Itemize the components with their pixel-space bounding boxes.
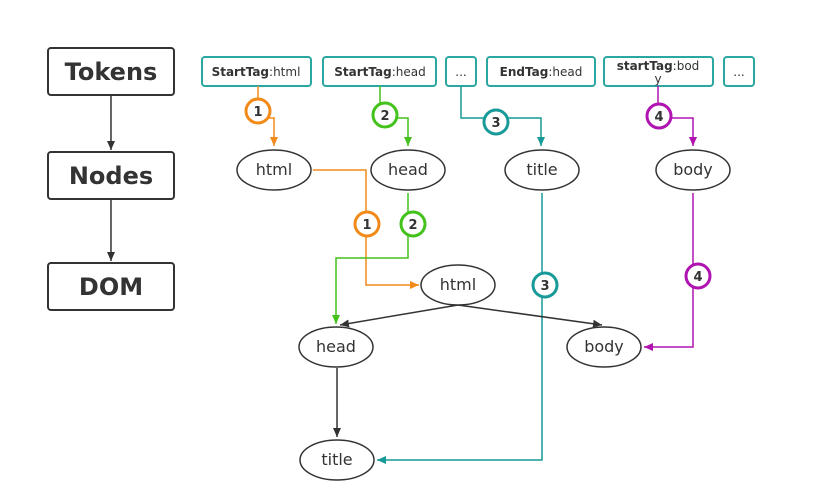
dom-node-label: title — [321, 450, 352, 469]
dom-node-head: head — [298, 326, 374, 368]
step-number: 4 — [693, 270, 702, 285]
step-marker-circle — [399, 210, 427, 238]
token-value: ... — [733, 65, 744, 79]
dom-node-label: body — [584, 337, 624, 356]
node-label: title — [526, 160, 557, 179]
step2-marker-top: 2 — [371, 101, 399, 129]
dom-node-title: title — [299, 439, 375, 481]
token-box — [201, 56, 312, 87]
stage-dom-box — [47, 262, 175, 311]
token-starttag-html: StartTag:html — [201, 56, 312, 87]
step3-node-to-dom-connector — [377, 193, 543, 464]
token-box — [723, 56, 755, 87]
dom-node-html: html — [420, 264, 496, 306]
step-number: 3 — [540, 279, 549, 294]
dom-node-ellipse — [420, 264, 496, 306]
step-number: 2 — [380, 109, 389, 124]
node-ellipse — [655, 149, 731, 191]
node-label: html — [256, 160, 292, 179]
step-number: 1 — [253, 105, 262, 120]
step-number: 1 — [362, 218, 371, 233]
token-value: :head — [392, 65, 426, 79]
token-keyword: StartTag — [212, 65, 269, 79]
node-body: body — [655, 149, 731, 191]
token-keyword: StartTag — [334, 65, 391, 79]
step1-marker-top: 1 — [244, 97, 272, 125]
token-value: :bod — [673, 59, 700, 73]
node-title: title — [504, 149, 580, 191]
node-label: body — [673, 160, 713, 179]
step-marker-circle — [684, 262, 712, 290]
step1-marker-bottom: 1 — [353, 210, 381, 238]
stage-tokens: Tokens — [47, 47, 175, 96]
dom-node-ellipse — [566, 326, 642, 368]
token-value-wrap: y — [654, 72, 661, 86]
stage-tokens-box — [47, 47, 175, 96]
dom-node-ellipse — [298, 326, 374, 368]
token-starttag-body: startTag:bod y — [603, 56, 714, 87]
step-marker-circle — [531, 271, 559, 299]
step4-marker-top: 4 — [645, 102, 673, 130]
token-ellipsis-2: ... — [723, 56, 755, 87]
step-marker-circle — [353, 210, 381, 238]
node-ellipse — [236, 149, 312, 191]
dom-edge-html-head — [339, 304, 459, 328]
step-number: 2 — [408, 218, 417, 233]
token-value: :html — [269, 65, 300, 79]
step-number: 4 — [654, 110, 663, 125]
node-label: head — [388, 160, 428, 179]
dom-node-label: html — [440, 275, 476, 294]
token-box — [486, 56, 596, 87]
node-html: html — [236, 149, 312, 191]
step3-marker-bottom: 3 — [531, 271, 559, 299]
stage-tokens-label: Tokens — [65, 58, 158, 86]
step-number: 3 — [491, 116, 500, 131]
stage-nodes-box — [47, 151, 175, 200]
node-ellipse — [370, 149, 446, 191]
step-marker-circle — [244, 97, 272, 125]
token-keyword: EndTag — [500, 65, 549, 79]
svg-text:startTag:bod: startTag:bod — [617, 59, 700, 73]
token-value: :head — [548, 65, 582, 79]
stage-dom: DOM — [47, 262, 175, 311]
step-marker-circle — [645, 102, 673, 130]
dom-node-label: head — [316, 337, 356, 356]
token-endtag-head: EndTag:head — [486, 56, 596, 87]
svg-text:StartTag:html: StartTag:html — [212, 65, 301, 79]
step-marker-circle — [371, 101, 399, 129]
dom-node-body: body — [566, 326, 642, 368]
step4-marker-bottom: 4 — [684, 262, 712, 290]
token-keyword: startTag — [617, 59, 673, 73]
step4-node-to-dom-connector — [644, 193, 694, 351]
node-head: head — [370, 149, 446, 191]
svg-text:EndTag:head: EndTag:head — [500, 65, 583, 79]
step-marker-circle — [482, 108, 510, 136]
dom-node-ellipse — [299, 439, 375, 481]
token-ellipsis-1: ... — [445, 56, 477, 87]
token-starttag-head: StartTag:head — [322, 56, 437, 87]
node-ellipse — [504, 149, 580, 191]
token-value: ... — [455, 65, 466, 79]
stage-nodes: Nodes — [47, 151, 175, 200]
step3-marker-top: 3 — [482, 108, 510, 136]
step4-token-to-node-connector — [657, 86, 697, 146]
stage-nodes-label: Nodes — [69, 162, 153, 190]
svg-text:StartTag:head: StartTag:head — [334, 65, 425, 79]
step2-marker-bottom: 2 — [399, 210, 427, 238]
dom-edge-html-body — [457, 304, 603, 328]
stage-dom-label: DOM — [79, 273, 143, 301]
